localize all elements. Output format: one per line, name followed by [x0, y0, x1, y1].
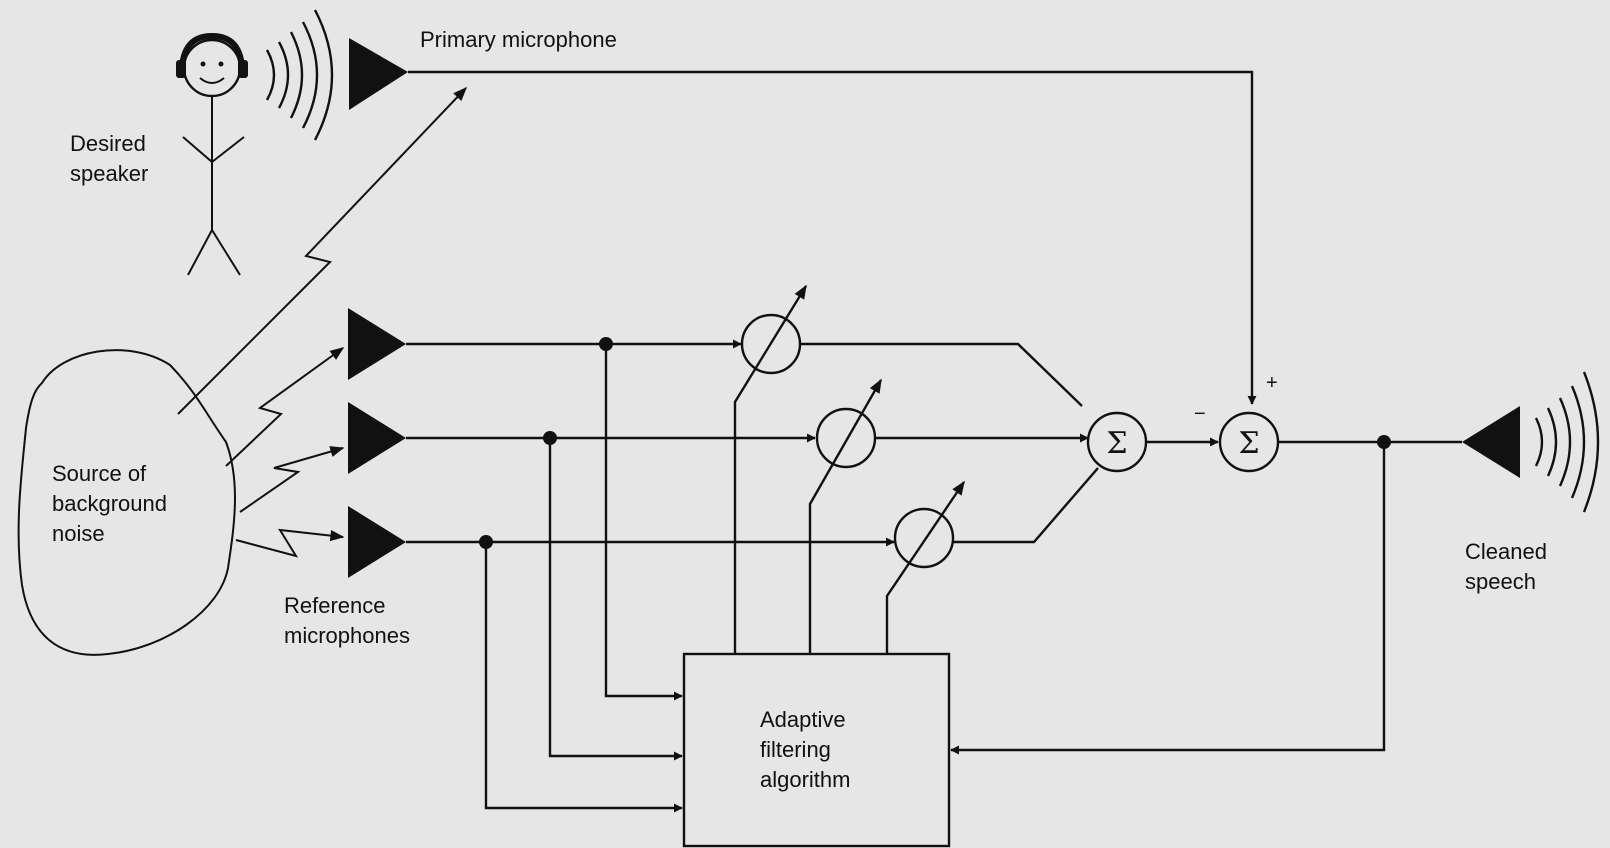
cleaned-speech-label-line1: Cleaned — [1465, 539, 1547, 564]
loudspeaker-icon — [1462, 406, 1520, 478]
minus-sign: − — [1194, 403, 1206, 425]
desired-speaker-label-line1: Desired — [70, 131, 146, 156]
adaptive-filtering-algorithm-box — [682, 652, 951, 848]
summation-node-2-symbol: Σ — [1238, 426, 1259, 461]
algorithm-label-line1: Adaptive — [760, 707, 846, 732]
ref2-tap-to-algorithm — [548, 438, 683, 761]
weight-1-output-line — [800, 342, 1083, 407]
noise-to-primary-arrow — [177, 86, 467, 415]
cleaned-speech-label-line2: speech — [1465, 569, 1536, 594]
weight-1-control-arrow — [733, 284, 808, 654]
algorithm-label-line3: algorithm — [760, 767, 850, 792]
loudspeaker-sound-waves — [1534, 371, 1600, 513]
noise-to-reference-arrow-1 — [225, 347, 345, 467]
ref1-tap-to-algorithm — [604, 344, 683, 701]
noise-source-blob — [17, 349, 236, 656]
reference-microphone-2-icon — [348, 402, 406, 474]
weight-3-output-line — [953, 467, 1099, 544]
weight-3-control-arrow — [885, 480, 965, 654]
noise-source-label-line1: Source of — [52, 461, 147, 486]
variable-weight-3 — [893, 507, 955, 569]
variable-weight-2 — [815, 407, 877, 469]
speaker-sound-waves — [265, 9, 334, 141]
algorithm-label-line2: filtering — [760, 737, 831, 762]
reference-microphones-label-line1: Reference — [284, 593, 386, 618]
desired-speaker-label-line2: speaker — [70, 161, 148, 186]
desired-speaker-figure — [176, 32, 248, 276]
reference-microphone-1-icon — [348, 308, 406, 380]
plus-sign: + — [1266, 372, 1278, 394]
reference-microphones-label-line2: microphones — [284, 623, 410, 648]
primary-microphone-label: Primary microphone — [420, 27, 617, 52]
summation-node-1-symbol: Σ — [1106, 426, 1127, 461]
noise-to-reference-arrow-3 — [235, 528, 345, 558]
noise-to-reference-arrow-2 — [239, 446, 345, 513]
error-feedback-line — [950, 442, 1386, 755]
reference-microphone-3-icon — [348, 506, 406, 578]
noise-source-label-line3: noise — [52, 521, 105, 546]
ref3-tap-to-algorithm — [484, 542, 683, 813]
primary-signal-line — [408, 70, 1257, 405]
weight-2-control-arrow — [808, 378, 883, 654]
primary-microphone-icon — [349, 38, 408, 110]
noise-source-label-line2: background — [52, 491, 167, 516]
